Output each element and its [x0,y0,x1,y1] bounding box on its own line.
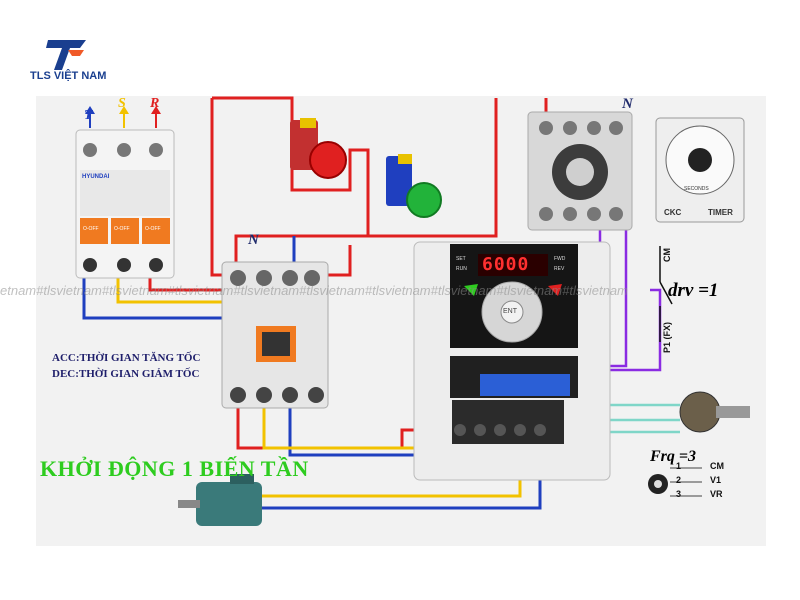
pot-terminal-1-name: CM [710,461,724,471]
inverter-rev-label: REV [554,266,565,272]
pot-terminal-3-name: VR [710,489,723,499]
phase-label-r: R [150,96,160,111]
pot-terminal-3-num: 3 [676,489,682,499]
fx-switch-symbol [659,246,673,342]
green-start-pushbutton [386,154,442,218]
acc-dec-notes: ACC:THỜI GIAN TĂNG TỐC DEC:THỜI GIAN GIẢ… [52,350,200,382]
red-stop-pushbutton [290,118,347,179]
dec-note: DEC:THỜI GIAN GIẢM TỐC [52,368,200,380]
brand-name: TLS VIỆT NAM [30,70,107,82]
timer-type-label: TIMER [708,208,733,217]
drv-parameter: drv =1 [668,280,719,301]
tls-logo-icon [46,40,86,70]
timer-unit-label: SECONDS [684,186,709,192]
breaker-brand: HYUNDAI [82,174,110,180]
pot-terminal-1-num: 1 [676,461,682,471]
inverter-display: 6000 [482,254,530,275]
acc-note: ACC:THỜI GIAN TĂNG TỐC [52,352,201,364]
contactor [221,261,329,409]
potentiometer [679,391,750,433]
phase-arrows [85,106,161,128]
breaker-switch-3-label: O-OFF [145,226,161,232]
pot-symbol [648,467,702,497]
inverter [413,241,611,481]
switch-p1-label: P1 (FX) [662,322,672,354]
phase-label-s: S [118,96,126,111]
diagram-title: KHỞI ĐỘNG 1 BIẾN TẦN [40,456,309,481]
pot-terminal-2-num: 2 [676,475,682,485]
frq-parameter: Frq =3 [650,448,697,465]
pot-terminal-2-name: V1 [710,475,722,485]
watermark: etnam#tlsvietnam#tlsvietnam#tlsvietnam#t… [0,283,628,298]
relay-neutral-label: N [622,96,633,112]
inverter-fwd-label: FWD [554,256,566,262]
phase-label-t: T [84,108,93,123]
relay-socket [527,111,633,231]
inverter-ent-button: ENT [503,308,517,315]
switch-cm-label: CM [662,248,672,262]
contactor-neutral-label: N [248,232,259,248]
motor [178,474,262,526]
circuit-breaker [75,129,175,279]
breaker-switch-2-label: O-OFF [114,226,130,232]
inverter-run-label: RUN [456,266,467,272]
inverter-set-label: SET [456,256,466,262]
timer-brand-label: CKC [664,208,682,217]
breaker-switch-1-label: O-OFF [83,226,99,232]
timer-dial [655,117,745,223]
